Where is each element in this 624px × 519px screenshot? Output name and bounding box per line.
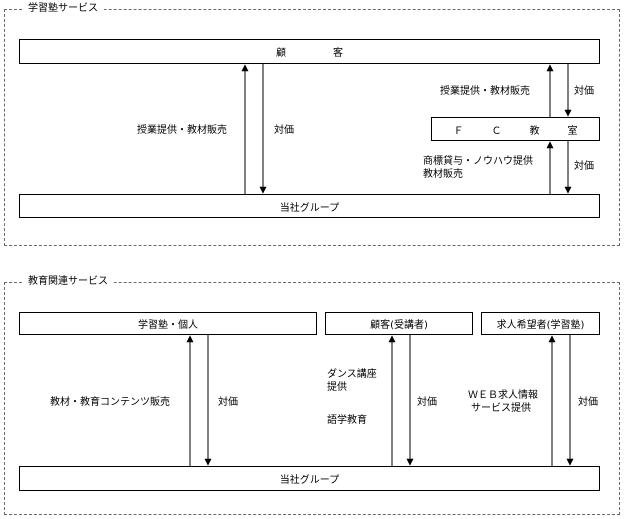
label-price-right-bottom: 対価 [574, 161, 594, 172]
customer-attendee-box: 顧客(受講者) [325, 312, 473, 335]
label-price-left: 対価 [274, 125, 294, 136]
label-content-sales: 教材・教育コンテンツ販売 [50, 397, 170, 408]
label-dance-2: 提供 [327, 382, 347, 393]
label-web-2: サービス提供 [471, 403, 531, 414]
group-box-bottom: 当社グループ [19, 466, 600, 491]
label-trademark-1: 商標貸与・ノウハウ提供 [423, 156, 533, 167]
section-education-title: 教育関連サービス [22, 276, 114, 288]
label-lesson-right: 授業提供・教材販売 [440, 86, 530, 97]
section-juku-title: 学習塾サービス [22, 3, 104, 15]
section-education-service [4, 282, 620, 515]
label-lesson-left: 授業提供・教材販売 [137, 125, 227, 136]
group-box-top: 当社グループ [19, 194, 600, 218]
juku-individual-box: 学習塾・個人 [19, 312, 317, 335]
label-web-1: ＷＥＢ求人情報 [468, 390, 538, 401]
job-seeker-box: 求人希望者(学習塾) [481, 312, 600, 335]
label-trademark-2: 教材販売 [423, 169, 463, 180]
label-language: 語学教育 [327, 415, 367, 426]
label-price-1: 対価 [218, 397, 238, 408]
label-price-right-top: 対価 [574, 86, 594, 97]
fc-classroom-box: Ｆ Ｃ 教 室 [431, 117, 600, 141]
label-price-2: 対価 [417, 397, 437, 408]
label-dance-1: ダンス講座 [327, 369, 377, 380]
customer-box: 顧 客 [19, 39, 600, 64]
label-price-3: 対価 [578, 397, 598, 408]
section-juku-service [4, 9, 620, 246]
